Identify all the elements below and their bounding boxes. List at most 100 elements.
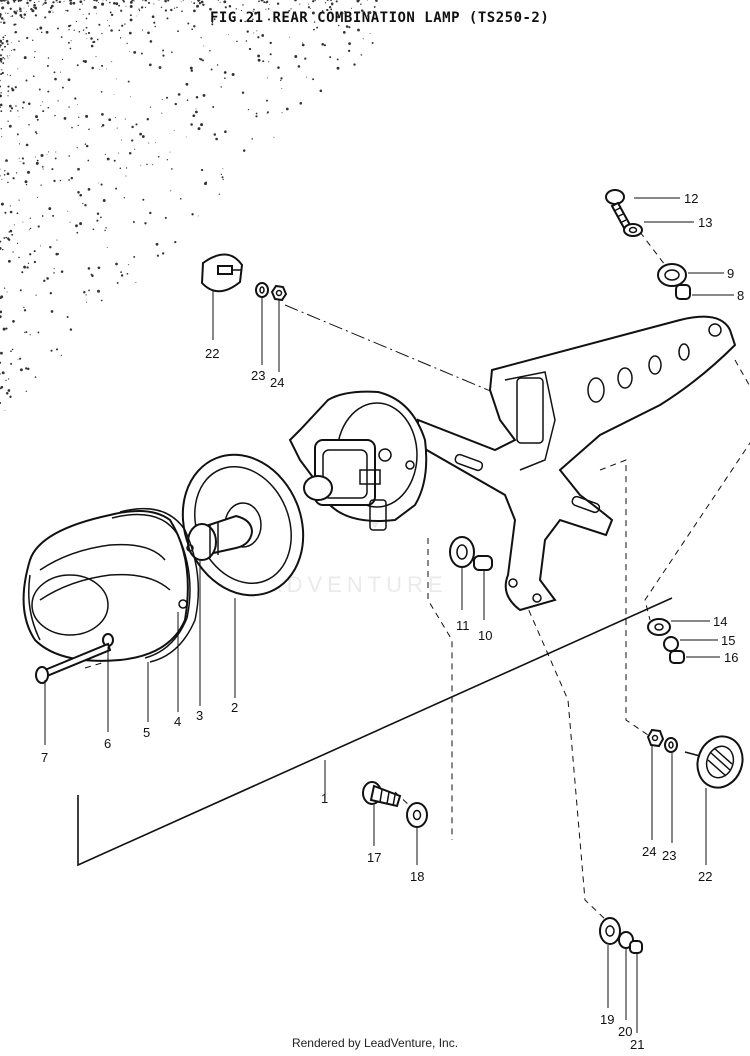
noise-speck: [8, 124, 12, 128]
noise-speck: [69, 328, 73, 331]
noise-speck: [348, 26, 351, 29]
noise-speck: [19, 6, 21, 8]
noise-speck: [171, 168, 173, 170]
noise-speck: [19, 357, 22, 360]
noise-speck: [55, 0, 58, 2]
callout-22-right: 22: [698, 869, 712, 884]
noise-speck: [100, 216, 102, 219]
noise-speck: [42, 110, 45, 113]
noise-speck: [6, 172, 10, 176]
noise-speck: [329, 56, 332, 59]
noise-speck: [121, 25, 123, 26]
noise-speck: [194, 2, 196, 4]
noise-speck: [254, 11, 258, 15]
noise-speck: [127, 80, 130, 83]
cushion-9: [657, 263, 687, 287]
noise-speck: [13, 23, 16, 26]
noise-speck: [23, 17, 25, 19]
noise-speck: [179, 198, 182, 200]
noise-speck: [16, 212, 19, 215]
noise-speck: [61, 58, 64, 61]
noise-speck: [140, 164, 142, 166]
noise-speck: [63, 117, 67, 120]
noise-speck: [252, 10, 254, 12]
noise-speck: [202, 93, 206, 97]
noise-speck: [108, 1, 111, 4]
noise-speck: [201, 59, 205, 62]
noise-speck: [189, 66, 193, 70]
noise-speck: [87, 188, 91, 191]
noise-speck: [265, 8, 267, 10]
noise-speck: [77, 167, 80, 171]
noise-speck: [95, 13, 97, 15]
callout-5: 5: [143, 725, 150, 740]
noise-speck: [5, 392, 9, 395]
noise-speck: [120, 139, 123, 141]
noise-speck: [11, 348, 14, 351]
noise-speck: [255, 115, 258, 118]
noise-speck: [195, 108, 197, 110]
washer-13: [623, 223, 643, 237]
noise-speck: [253, 32, 255, 34]
noise-speck: [52, 1, 55, 4]
noise-speck: [68, 179, 70, 181]
noise-speck: [330, 8, 333, 11]
noise-speck: [70, 176, 74, 180]
noise-speck: [372, 10, 376, 14]
noise-speck: [29, 217, 31, 219]
noise-speck: [19, 160, 21, 162]
noise-speck: [123, 0, 125, 3]
noise-speck: [23, 13, 27, 16]
noise-speck: [153, 3, 155, 5]
noise-speck: [0, 94, 2, 98]
collar-10: [473, 555, 493, 571]
noise-speck: [85, 301, 87, 303]
noise-speck: [213, 133, 217, 136]
noise-speck: [187, 22, 190, 25]
noise-speck: [25, 331, 28, 334]
noise-speck: [268, 61, 270, 63]
lens-5: [22, 510, 189, 662]
noise-speck: [129, 18, 133, 22]
noise-speck: [41, 166, 44, 168]
noise-speck: [280, 79, 282, 82]
noise-speck: [8, 238, 11, 241]
noise-speck: [9, 74, 11, 77]
noise-speck: [269, 41, 272, 45]
noise-speck: [281, 87, 283, 89]
noise-speck: [240, 9, 243, 12]
noise-speck: [335, 0, 338, 3]
noise-speck: [160, 6, 163, 9]
noise-speck: [93, 0, 96, 2]
noise-speck: [107, 19, 109, 21]
noise-speck: [25, 183, 28, 186]
noise-speck: [92, 228, 95, 231]
noise-speck: [242, 149, 246, 152]
noise-speck: [40, 104, 42, 106]
noise-speck: [4, 45, 6, 48]
noise-speck: [299, 3, 301, 5]
noise-speck: [68, 106, 70, 108]
noise-speck: [85, 114, 89, 118]
bolt-17: [362, 781, 402, 808]
noise-speck: [129, 96, 131, 98]
noise-speck: [0, 351, 3, 355]
bolt-12: [605, 189, 632, 230]
noise-speck: [6, 291, 8, 293]
noise-speck: [76, 231, 79, 234]
noise-speck: [269, 53, 272, 56]
noise-speck: [326, 0, 329, 2]
noise-speck: [156, 254, 159, 257]
noise-speck: [140, 6, 144, 9]
noise-speck: [257, 58, 261, 62]
noise-speck: [193, 25, 196, 28]
noise-speck: [97, 266, 101, 270]
noise-speck: [67, 41, 70, 44]
noise-speck: [72, 1, 76, 5]
noise-speck: [54, 77, 57, 81]
noise-speck: [321, 43, 324, 46]
noise-speck: [20, 16, 23, 19]
noise-speck: [75, 20, 78, 23]
noise-speck: [350, 7, 353, 9]
noise-speck: [40, 154, 44, 157]
